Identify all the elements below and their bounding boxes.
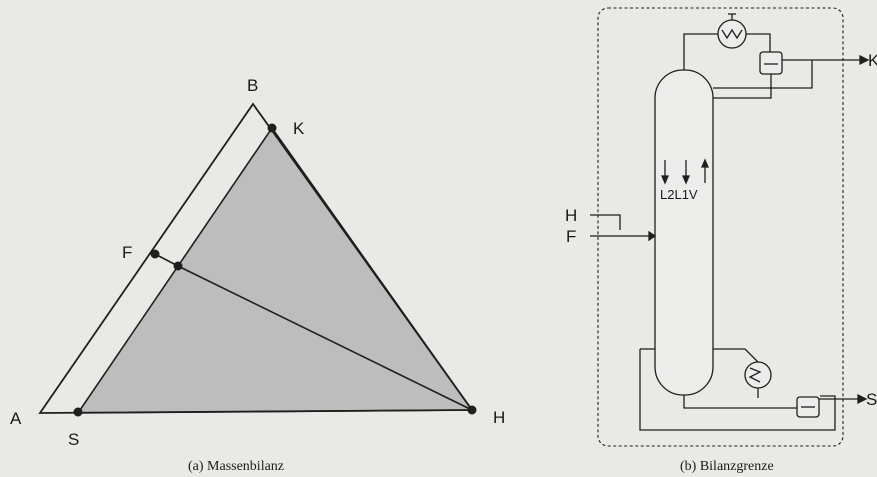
point-f [150, 249, 160, 259]
label-in-h: H [565, 206, 577, 225]
panel-b-bilanzgrenze [590, 7, 870, 447]
distillate-arrow [859, 54, 870, 66]
label-a: A [10, 409, 22, 428]
point-m [173, 261, 183, 271]
feed-arrow [648, 230, 657, 242]
flow-label: L2L1V [660, 187, 698, 202]
caption-a: (a) Massenbilanz [188, 459, 284, 474]
reboiler-in [713, 348, 759, 363]
point-k [267, 123, 277, 133]
label-out-s: S [866, 390, 877, 409]
reboiler-coil [748, 367, 762, 383]
label-k: K [293, 119, 305, 138]
condenser [717, 19, 747, 49]
reflux-drum [759, 51, 783, 75]
balance-boundary [597, 7, 844, 447]
reflux-loop [713, 60, 813, 89]
flow-arrow-v-head [701, 158, 709, 168]
label-in-f: F [566, 227, 576, 246]
condenser-to-drum [746, 33, 771, 52]
flow-arrow-l2-head [661, 175, 669, 185]
caption-b: (b) Bilanzgrenze [680, 459, 774, 474]
panel-a-massenbilanz: B K F A S H (a) Massenbilanz [10, 76, 505, 474]
bottoms-arrow [857, 393, 868, 405]
point-h [467, 405, 477, 415]
flow-arrow-l1-head [682, 175, 690, 185]
label-h: H [493, 408, 505, 427]
overhead-vapor-line [683, 33, 718, 70]
feed-h-line [590, 214, 621, 230]
line-m-to-h [177, 265, 473, 411]
point-s [73, 407, 83, 417]
reboiler [744, 361, 772, 389]
shaded-region [78, 128, 472, 413]
condenser-coil [721, 28, 743, 40]
column [654, 69, 714, 396]
label-f: F [122, 243, 132, 262]
label-s: S [68, 430, 79, 449]
column-bottom-line [683, 395, 797, 409]
reflux-return [713, 74, 772, 99]
label-b: B [247, 76, 258, 95]
inner-triangle [76, 126, 474, 414]
label-out-k: K [868, 51, 877, 70]
bottom-loop [639, 349, 836, 431]
